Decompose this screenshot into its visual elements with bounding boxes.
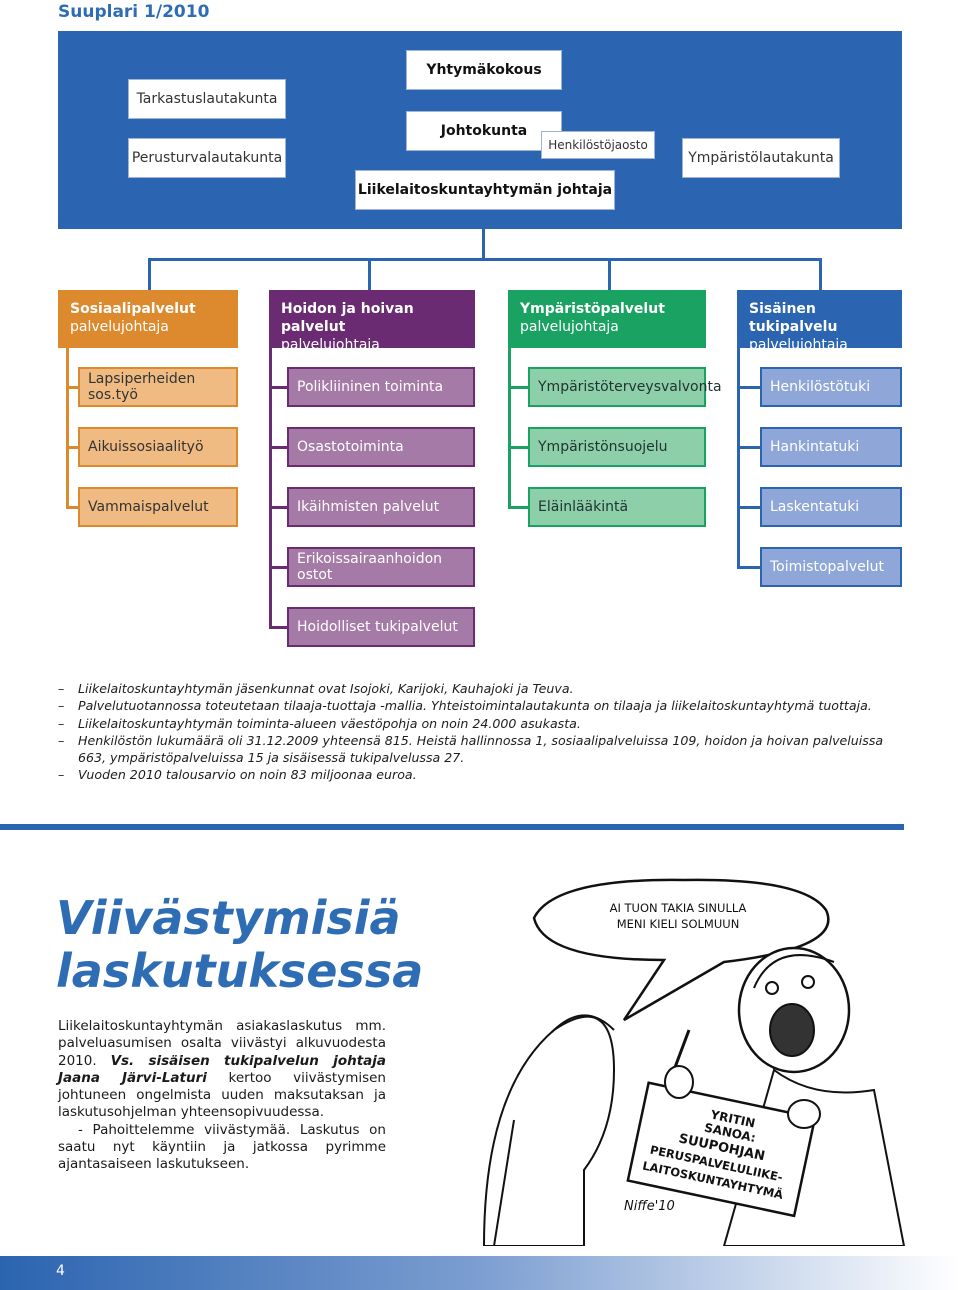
org-johtaja: Liikelaitoskuntayhtymän johtaja xyxy=(355,170,615,210)
unit-vammaispalvelut: Vammaispalvelut xyxy=(78,487,238,527)
branch-line-col3 xyxy=(508,348,511,508)
note-item: Liikelaitoskuntayhtymän jäsenkunnat ovat… xyxy=(58,680,908,698)
section-divider xyxy=(0,824,904,830)
unit-osastotoiminta: Osastotoiminta xyxy=(287,427,475,467)
branch-tick xyxy=(269,386,287,389)
unit-ikaihmisten-palvelut: Ikäihmisten palvelut xyxy=(287,487,475,527)
unit-ymparistonsuojelu: Ympäristönsuojelu xyxy=(528,427,706,467)
connector-bar xyxy=(148,258,822,261)
branch-tick xyxy=(66,446,78,449)
article-headline: Viivästymisiä laskutuksessa xyxy=(56,892,423,998)
speech-text-line1: AI TUON TAKIA SINULLA xyxy=(610,901,747,915)
branch-line-col4 xyxy=(737,348,740,568)
publication-title: Suuplari 1/2010 xyxy=(58,2,210,22)
branch-tick xyxy=(737,386,760,389)
head-sosiaalipalvelut: Sosiaalipalvelut palvelujohtaja xyxy=(58,290,238,348)
unit-polikliininen-toiminta: Polikliininen toiminta xyxy=(287,367,475,407)
branch-tick xyxy=(508,386,528,389)
unit-erikoissairaanhoidon-ostot: Erikoissairaanhoidon ostot xyxy=(287,547,475,587)
connector-col2 xyxy=(368,258,371,290)
unit-laskentatuki: Laskentatuki xyxy=(760,487,902,527)
branch-tick xyxy=(269,506,287,509)
para1-end: kertoo viivästymisen johtuneen ongelmist… xyxy=(58,1069,386,1121)
branch-tick xyxy=(737,446,760,449)
branch-tick xyxy=(737,566,760,569)
org-perusturvalautakunta: Perusturvalautakunta xyxy=(128,138,286,178)
connector-trunk xyxy=(482,229,485,261)
head-sisainen-tukipalvelu: Sisäinen tukipalvelu palvelujohtaja xyxy=(737,290,902,353)
branch-tick xyxy=(269,626,287,629)
article-paragraph-1: Liikelaitoskuntayhtymän asiakaslaskutus … xyxy=(58,1018,386,1122)
unit-hoidolliset-tukipalvelut: Hoidolliset tukipalvelut xyxy=(287,607,475,647)
head-title: Hoidon ja hoivan palvelut xyxy=(281,301,414,335)
note-item: Liikelaitoskuntayhtymän toiminta-alueen … xyxy=(58,715,908,733)
unit-hankintatuki: Hankintatuki xyxy=(760,427,902,467)
cartoon-illustration: AI TUON TAKIA SINULLA MENI KIELI SOLMUUN… xyxy=(482,878,906,1246)
head-ymparistopalvelut: Ympäristöpalvelut palvelujohtaja xyxy=(508,290,706,348)
org-yhtymakokous: Yhtymäkokous xyxy=(406,50,562,90)
speech-text-line2: MENI KIELI SOLMUUN xyxy=(617,917,740,931)
branch-line-col2 xyxy=(269,348,272,628)
para1-start: Liikelaitoskuntayhtymän asiakaslaskutus … xyxy=(58,1018,386,1069)
head-title: Sosiaalipalvelut xyxy=(70,301,196,317)
branch-tick xyxy=(269,566,287,569)
head-title: Ympäristöpalvelut xyxy=(520,301,665,317)
head-title: Sisäinen tukipalvelu xyxy=(749,301,838,335)
headline-line-1: Viivästymisiä xyxy=(56,891,401,945)
branch-tick xyxy=(508,446,528,449)
branch-tick xyxy=(508,506,528,509)
headline-line-2: laskutuksessa xyxy=(56,944,424,998)
branch-line-col1 xyxy=(66,348,69,508)
org-henkilostojaosto: Henkilöstöjaosto xyxy=(541,131,655,159)
head-subtitle: palvelujohtaja xyxy=(520,319,619,335)
connector-col3 xyxy=(608,258,611,290)
head-subtitle: palvelujohtaja xyxy=(70,319,169,335)
note-item: Palvelutuotannossa toteutetaan tilaaja-t… xyxy=(58,697,908,715)
notes-list: Liikelaitoskuntayhtymän jäsenkunnat ovat… xyxy=(58,680,908,784)
unit-elainlaakinta: Eläinlääkintä xyxy=(528,487,706,527)
unit-ymparistoterveysvalvonta: Ympäristöterveysvalvonta xyxy=(528,367,722,407)
note-item: Vuoden 2010 talousarvio on noin 83 miljo… xyxy=(58,766,908,784)
head-subtitle: palvelujohtaja xyxy=(281,337,380,353)
page-number: 4 xyxy=(56,1263,65,1279)
unit-lapsiperheiden-sostyo: Lapsiperheiden sos.työ xyxy=(78,367,238,407)
connector-col1 xyxy=(148,258,151,290)
note-item: Henkilöstön lukumäärä oli 31.12.2009 yht… xyxy=(58,732,908,767)
para1-bold: Vs. sisäisen tukipalvelun johtaja Jaana … xyxy=(58,1052,387,1086)
branch-tick xyxy=(269,446,287,449)
cartoon-signature: Niffe'10 xyxy=(624,1199,675,1214)
head-hoidon-ja-hoivan: Hoidon ja hoivan palvelut palvelujohtaja xyxy=(269,290,475,353)
head-subtitle: palvelujohtaja xyxy=(749,337,848,353)
branch-tick xyxy=(737,506,760,509)
article-body: Liikelaitoskuntayhtymän asiakaslaskutus … xyxy=(58,1018,386,1174)
page-footer-band xyxy=(0,1256,960,1290)
branch-tick xyxy=(66,386,78,389)
unit-aikuissosiaalityo: Aikuissosiaalityö xyxy=(78,427,238,467)
unit-toimistopalvelut: Toimistopalvelut xyxy=(760,547,902,587)
unit-henkilostotuki: Henkilöstötuki xyxy=(760,367,902,407)
connector-col4 xyxy=(819,258,822,290)
org-johtokunta: Johtokunta xyxy=(406,111,562,151)
branch-tick xyxy=(66,506,78,509)
org-tarkastuslautakunta: Tarkastuslautakunta xyxy=(128,79,286,119)
org-ymparistolautakunta: Ympäristölautakunta xyxy=(682,138,840,178)
article-paragraph-2: - Pahoittelemme viivästymää. Laskutus on… xyxy=(58,1121,386,1173)
